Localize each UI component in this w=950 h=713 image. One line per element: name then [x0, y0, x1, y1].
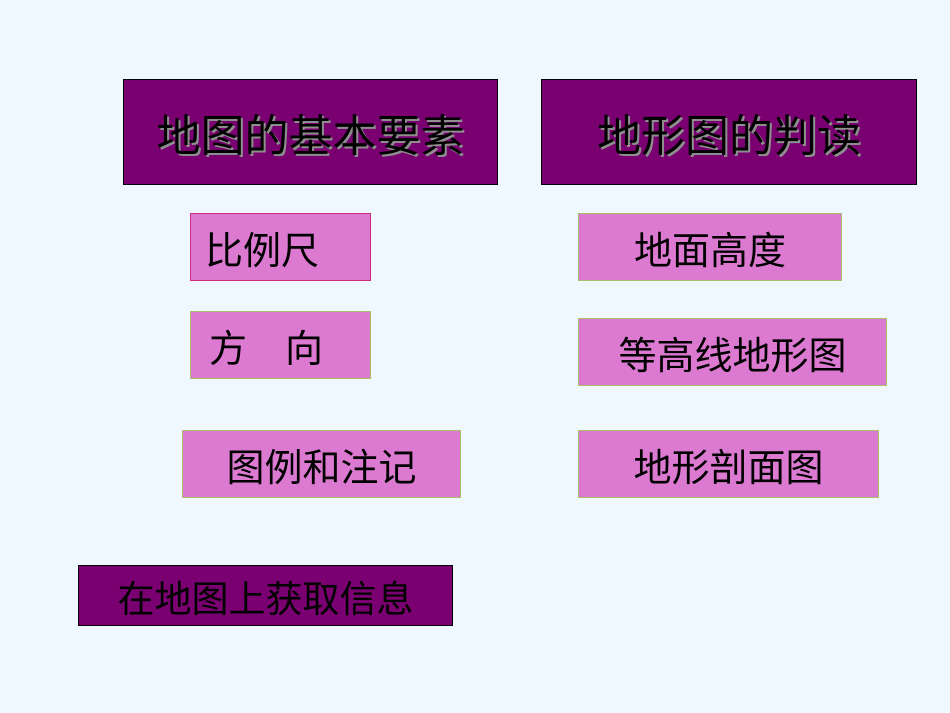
left-title-box: 地图的基本要素: [123, 79, 498, 185]
right-title-box: 地形图的判读: [541, 79, 917, 185]
right-item-contour-map-label: 等高线地形图: [618, 333, 847, 378]
left-item-scale-label: 比例尺: [205, 228, 320, 273]
left-item-direction-label: 方 向: [209, 326, 324, 371]
bottom-label-text: 在地图上获取信息: [117, 577, 414, 621]
bottom-label-box: 在地图上获取信息: [78, 565, 453, 626]
right-title-text: 地形图的判读: [597, 111, 861, 162]
left-item-legend-label: 图例和注记: [226, 445, 417, 490]
left-item-scale: 比例尺: [190, 213, 371, 281]
right-item-contour-map: 等高线地形图: [578, 318, 887, 386]
left-title-text: 地图的基本要素: [156, 111, 465, 162]
right-item-elevation-label: 地面高度: [633, 228, 786, 273]
left-item-legend: 图例和注记: [182, 430, 461, 498]
right-item-profile: 地形剖面图: [578, 430, 879, 498]
right-item-profile-label: 地形剖面图: [633, 445, 824, 490]
left-item-direction: 方 向: [190, 311, 371, 379]
right-item-elevation: 地面高度: [578, 213, 842, 281]
